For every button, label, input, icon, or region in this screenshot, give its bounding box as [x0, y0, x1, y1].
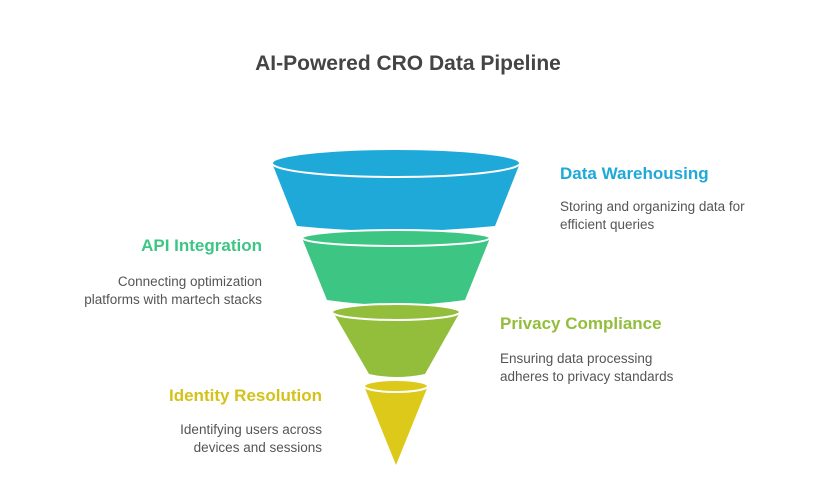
stage-heading-privacy-compliance: Privacy Compliance [500, 314, 662, 333]
diagram-title: AI-Powered CRO Data Pipeline [255, 52, 561, 75]
stage-desc-api-integration: Connecting optimization platforms with m… [84, 274, 262, 307]
stage-heading-api-integration: API Integration [141, 236, 262, 255]
stage-desc-identity-resolution: Identifying users across devices and ses… [180, 422, 322, 455]
stage-heading-identity-resolution: Identity Resolution [169, 386, 322, 405]
stage-desc-privacy-compliance: Ensuring data processing adheres to priv… [500, 351, 674, 384]
funnel-stage-api-integration [301, 229, 491, 305]
funnel-stage-data-warehousing [271, 148, 521, 231]
stage-desc-data-warehousing: Storing and organizing data for efficien… [560, 199, 745, 232]
stage-heading-data-warehousing: Data Warehousing [560, 164, 709, 183]
funnel-stage-identity-resolution [363, 379, 429, 465]
funnel-stage-privacy-compliance [331, 303, 461, 377]
